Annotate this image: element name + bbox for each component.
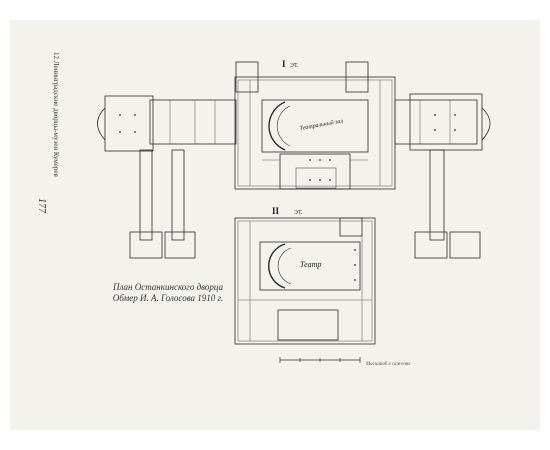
room-label-4: Театр [300,260,321,269]
left-gallery [139,149,153,241]
floor-plan-drawing: I ЭТ. II ЭТ. Театральный зал Театр [97,59,491,363]
tower-right [345,61,369,93]
book-page: 12 Ленинградские дворцы-музеи Кумерев 17… [10,20,540,430]
left-wing [149,99,237,145]
floor-1-suffix: ЭТ. [290,63,299,69]
caption-line-2: Обмер И. А. Голосова 1910 г. [112,293,224,303]
caption-line-1: План Останкинского дворца [112,282,224,292]
left-pavilion [104,95,154,152]
room-label-0: Театральный зал [299,117,344,132]
floor-2-label: II [272,206,280,216]
floor-1-label: I [282,59,286,69]
scale-bar [279,357,361,363]
second-floor-block [234,217,376,345]
lower-vestibule [279,153,351,190]
theatre-hall-first [261,99,369,153]
theatre-second [259,241,361,291]
right-gallery [429,149,445,241]
figure-caption: План Останкинского дворца Обмер И. А. Го… [88,282,248,304]
central-block-first-floor [234,76,396,190]
right-wing [394,99,478,145]
scale-label: Масштаб в саженях [366,362,411,367]
left-end-room [129,231,163,259]
floor-2-suffix: ЭТ. [294,210,303,216]
tower-left [235,61,259,93]
